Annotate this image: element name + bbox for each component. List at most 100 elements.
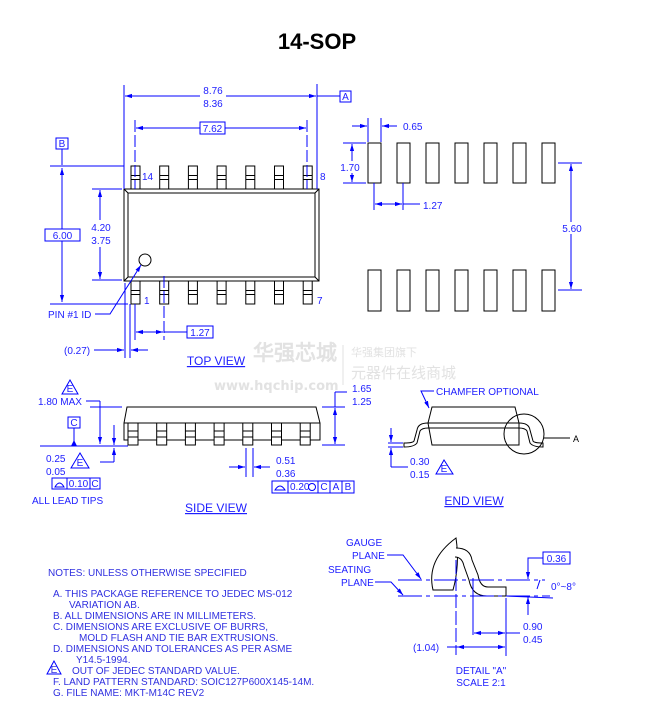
dim-body-width-max: 4.20 [91, 223, 111, 234]
coplanarity-frame: 0.10 C [51, 477, 101, 490]
notes-header: NOTES: UNLESS OTHERWISE SPECIFIED [48, 568, 247, 579]
land-pad [541, 142, 556, 184]
dim-gauge-height: 0.36 [547, 554, 567, 565]
side-lead [156, 422, 168, 446]
pin-bottom [130, 280, 141, 305]
dim-lead-thickness-max: 0.30 [410, 457, 430, 468]
note-a-cont: VARIATION AB. [69, 600, 140, 611]
dim-standoff-min: 0.05 [46, 467, 66, 478]
dim-foot-length-min: 0.45 [523, 635, 543, 646]
side-view-label: SIDE VIEW [185, 501, 248, 515]
pin-label-8: 8 [320, 172, 326, 183]
dim-body-width-min: 3.75 [91, 236, 111, 247]
position-tolerance-frame: 0.20 C A B [271, 480, 355, 494]
land-pad [367, 142, 382, 184]
pin-top [216, 165, 227, 190]
land-pad [512, 142, 527, 184]
note-c-cont: MOLD FLASH AND TIE BAR EXTRUSIONS. [79, 633, 278, 644]
land-pad [396, 269, 411, 312]
chamfer-label: CHAMFER OPTIONAL [436, 387, 539, 398]
note-f: F. LAND PATTERN STANDARD: SOIC127P600X14… [53, 677, 314, 688]
pin-top [302, 165, 313, 190]
dim-pad-width: 0.65 [403, 122, 423, 133]
mmc-modifier-icon [308, 483, 316, 491]
land-pad [396, 142, 411, 184]
land-pad [483, 142, 498, 184]
dim-length-max: 8.76 [203, 86, 223, 97]
page-title: 14-SOP [278, 29, 356, 54]
note-c: C. DIMENSIONS ARE EXCLUSIVE OF BURRS, [53, 622, 268, 633]
position-ref-a: A [333, 482, 340, 493]
note-d: D. DIMENSIONS AND TOLERANCES AS PER ASME [53, 644, 292, 655]
package-body [123, 188, 320, 282]
datum-c-label: C [70, 418, 77, 429]
land-pad [483, 269, 498, 312]
dim-footprint: (1.04) [413, 643, 439, 654]
dim-pad-pitch: 1.27 [423, 201, 443, 212]
pin-label-7: 7 [317, 296, 323, 307]
land-pad [541, 269, 556, 312]
dim-foot-angle: 0°~8° [551, 582, 576, 593]
side-lead [242, 422, 254, 446]
dim-lead-thickness-min: 0.15 [410, 470, 430, 481]
dim-foot-length-max: 0.90 [523, 622, 543, 633]
pin-top [245, 165, 256, 190]
pin1-marker [138, 253, 152, 267]
datum-b-label: B [59, 139, 66, 150]
seating-plane-label-2: PLANE [341, 578, 374, 589]
detail-a-title: DETAIL "A" [456, 666, 507, 677]
land-pattern: 0.65 1.70 1.27 5.60 [339, 118, 584, 312]
dim-lead-width-max: 0.51 [276, 456, 296, 467]
top-view-label: TOP VIEW [187, 354, 246, 368]
side-view: E 1.80 MAX C 0.25 0.05 E 0.10 C ALL LEAD… [32, 378, 372, 515]
note-a: A. THIS PACKAGE REFERENCE TO JEDEC MS-01… [53, 589, 293, 600]
end-view: A CHAMFER OPTIONAL 0.30 0.15 E END VIEW [388, 387, 579, 508]
dim-standoff-max: 0.25 [46, 454, 66, 465]
dim-lead-width-min: 0.36 [276, 469, 296, 480]
note-e-flag-3: E [441, 464, 448, 475]
pin-top [187, 165, 198, 190]
watermark-line1: 华强集团旗下 [351, 345, 417, 359]
note-d-cont: Y14.5-1994. [76, 655, 131, 666]
watermark-brand: 华强芯城 [253, 341, 337, 365]
watermark-line2: 元器件在线商城 [351, 364, 456, 382]
land-pad [454, 142, 469, 184]
position-tol-value: 0.20 [290, 482, 310, 493]
dim-body-height-min: 1.25 [352, 397, 372, 408]
pin-top [274, 165, 284, 190]
pin-bottom [245, 280, 256, 305]
end-view-label: END VIEW [444, 494, 504, 508]
side-leads [127, 422, 311, 446]
dim-pin-pitch: 1.27 [190, 328, 210, 339]
watermark-url: www.hqchip.com [214, 379, 339, 394]
notes: NOTES: UNLESS OTHERWISE SPECIFIED A. THI… [46, 568, 314, 699]
gauge-plane-label-2: PLANE [352, 551, 385, 562]
side-lead [271, 422, 282, 446]
seating-plane-label-1: SEATING [328, 565, 371, 576]
coplanarity-ref: C [91, 479, 98, 490]
all-lead-tips-label: ALL LEAD TIPS [32, 496, 103, 507]
side-lead [213, 422, 225, 446]
land-pad [425, 142, 440, 184]
watermark: 华强芯城 www.hqchip.com 华强集团旗下 元器件在线商城 [214, 341, 456, 394]
pin-bottom [274, 280, 284, 305]
gauge-plane-label-1: GAUGE [346, 538, 382, 549]
pin-top [159, 165, 170, 190]
dim-pad-length: 1.70 [340, 163, 360, 174]
dim-pin-span: 7.62 [203, 124, 223, 135]
note-b: B. ALL DIMENSIONS ARE IN MILLIMETERS. [53, 611, 256, 622]
pin-bottom [302, 280, 313, 305]
note-e-flag-1: E [67, 384, 74, 395]
dim-end-offset: (0.27) [64, 346, 90, 357]
coplanarity-value: 0.10 [69, 479, 89, 490]
dim-body-height-max: 1.65 [352, 384, 372, 395]
detail-a-scale: SCALE 2:1 [456, 678, 506, 689]
land-pad [512, 269, 527, 312]
dim-total-width: 6.00 [53, 231, 73, 242]
datum-a-label: A [342, 92, 349, 103]
note-e: OUT OF JEDEC STANDARD VALUE. [72, 666, 240, 677]
note-e-flag: E [51, 665, 58, 676]
pin-bottom [216, 280, 227, 305]
pin1-id-label: PIN #1 ID [48, 310, 91, 321]
